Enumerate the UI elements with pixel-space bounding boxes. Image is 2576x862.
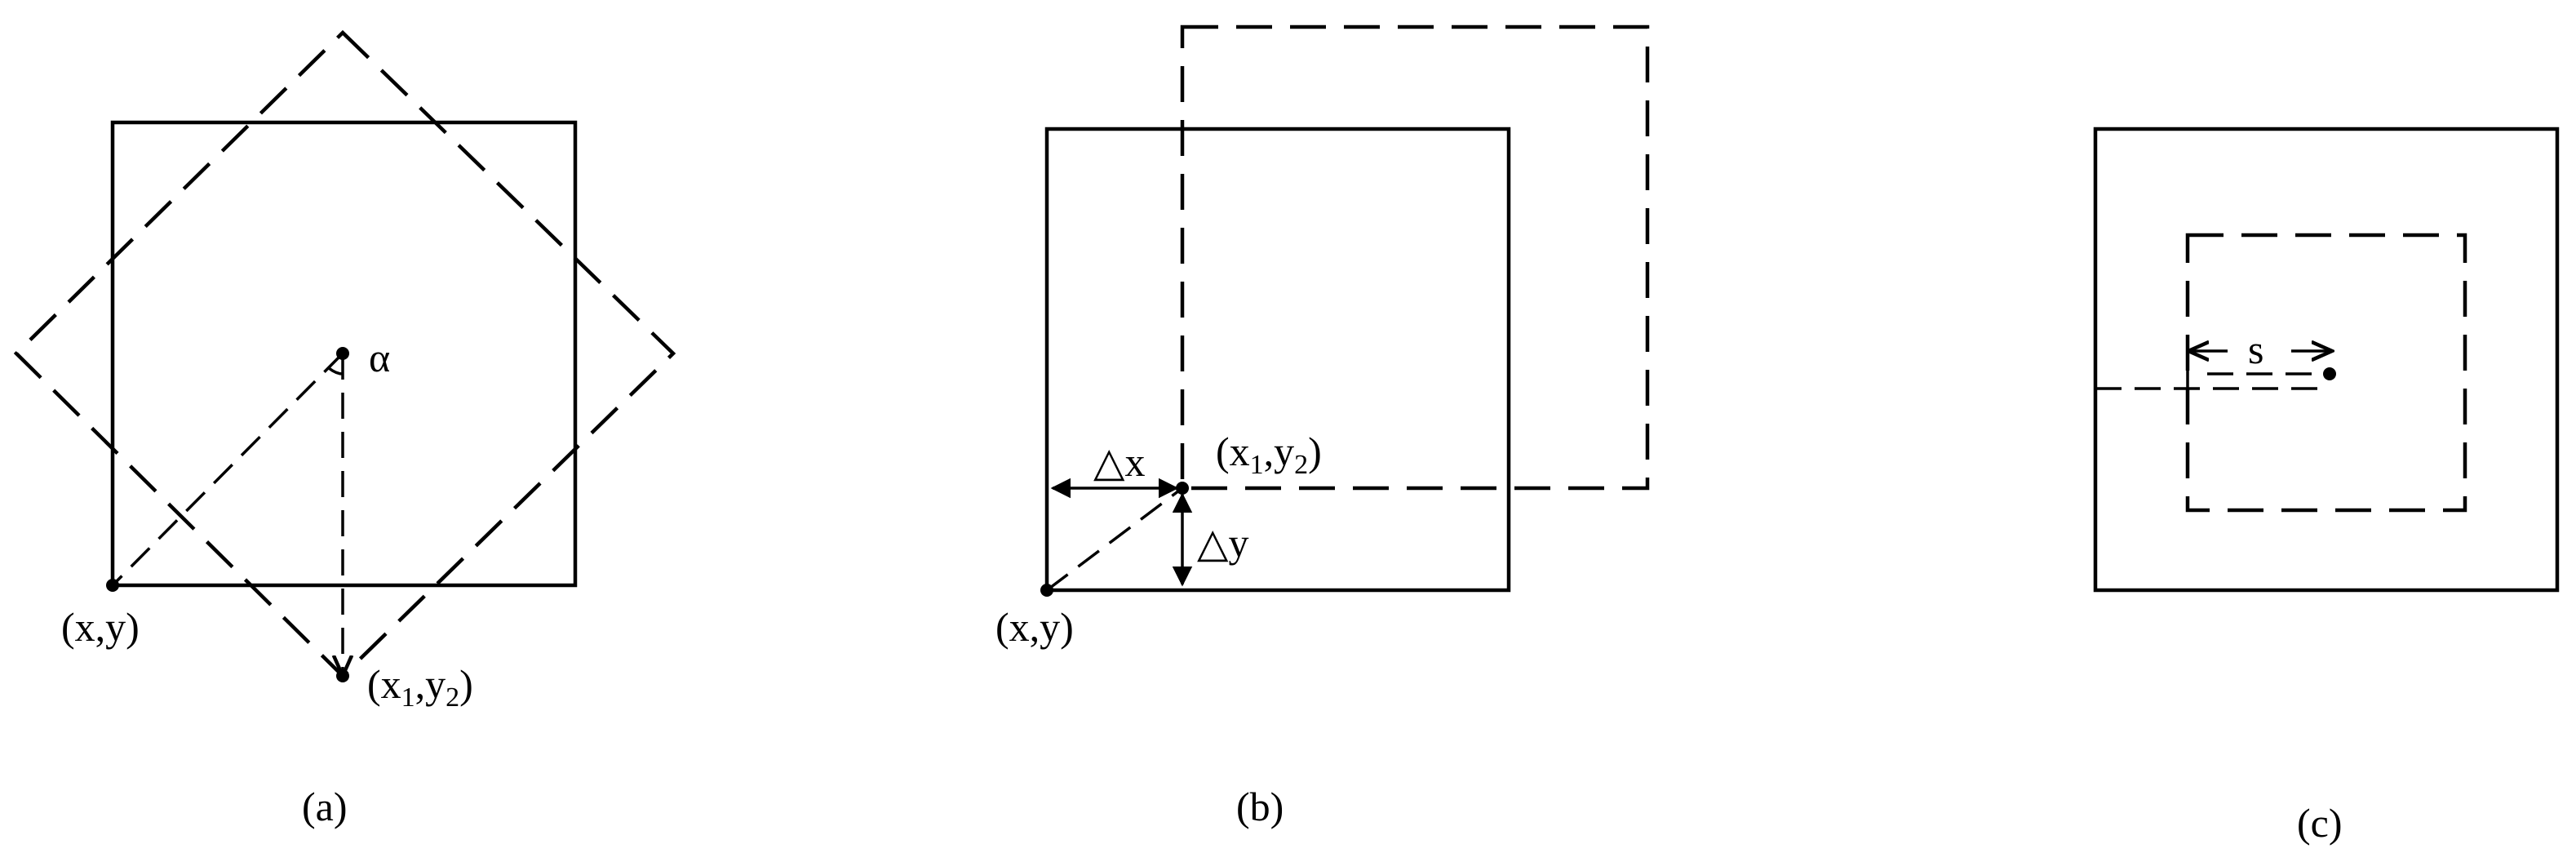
center-point-a xyxy=(336,347,349,360)
translation-diagonal xyxy=(1045,487,1184,592)
panel-b: △x △y (x,y) (x1,y2) (b) xyxy=(995,24,1650,829)
center-to-origin-line xyxy=(111,352,344,587)
target-label-a: (x1,y2) xyxy=(367,661,473,713)
caption-a: (a) xyxy=(302,784,348,829)
caption-b: (b) xyxy=(1236,784,1284,829)
original-square-b xyxy=(1044,127,1511,593)
origin-point-a xyxy=(106,579,119,592)
scale-label: s xyxy=(2248,327,2263,372)
origin-label-b: (x,y) xyxy=(995,604,1074,650)
original-square-c xyxy=(2093,127,2560,593)
scaled-square-c xyxy=(2185,233,2467,513)
origin-point-b xyxy=(1040,584,1053,597)
translated-square-b xyxy=(1180,24,1650,491)
target-point-a xyxy=(336,669,349,682)
dx-label: △x xyxy=(1093,439,1145,485)
caption-c: (c) xyxy=(2297,800,2343,846)
dy-label: △y xyxy=(1197,520,1248,566)
original-square-a xyxy=(110,120,578,588)
origin-label-a: (x,y) xyxy=(61,604,140,650)
panel-a: α (x,y) (x1,y2) (a) xyxy=(13,29,676,829)
angle-label: α xyxy=(369,335,390,380)
center-point-c xyxy=(2323,367,2336,380)
target-point-b xyxy=(1176,482,1189,495)
angle-arc xyxy=(327,367,344,375)
panel-c: s (c) xyxy=(2093,127,2560,846)
target-label-b: (x1,y2) xyxy=(1216,429,1322,480)
